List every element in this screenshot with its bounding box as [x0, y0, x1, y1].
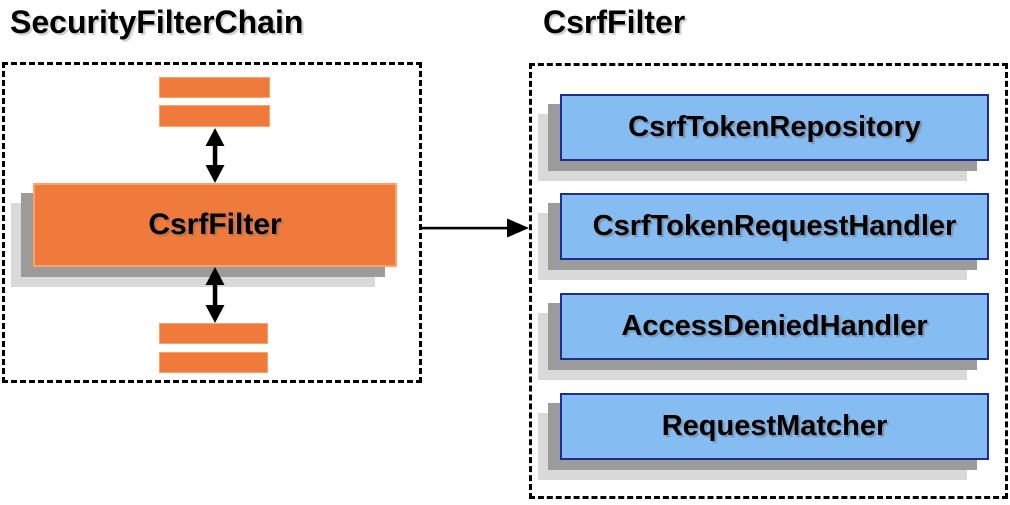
filter-bar-top-1 [159, 77, 270, 98]
csrf-filter-container [529, 63, 1008, 499]
bidirectional-arrow-top-icon [205, 128, 225, 183]
component-label: CsrfTokenRequestHandler [560, 193, 989, 260]
filter-bar-bottom-1 [159, 323, 268, 344]
csrf-filter-box-label: CsrfFilter [33, 183, 397, 267]
component-label: AccessDeniedHandler [560, 293, 989, 360]
component-box-csrf-token-repository: CsrfTokenRepository [538, 94, 989, 181]
security-filter-chain-title: SecurityFilterChain [10, 4, 304, 40]
component-label: CsrfTokenRepository [560, 94, 989, 161]
connector-arrow-right-icon [422, 218, 529, 238]
component-box-csrf-token-request-handler: CsrfTokenRequestHandler [538, 193, 989, 280]
security-filter-chain-container [2, 62, 422, 383]
component-box-access-denied-handler: AccessDeniedHandler [538, 293, 989, 380]
filter-bar-top-2 [159, 105, 270, 127]
component-box-request-matcher: RequestMatcher [538, 393, 989, 480]
filter-bar-bottom-2 [159, 352, 268, 373]
component-label: RequestMatcher [560, 393, 989, 460]
csrf-filter-title: CsrfFilter [543, 4, 686, 40]
bidirectional-arrow-bottom-icon [205, 267, 225, 323]
csrf-filter-box: CsrfFilter [11, 183, 397, 287]
